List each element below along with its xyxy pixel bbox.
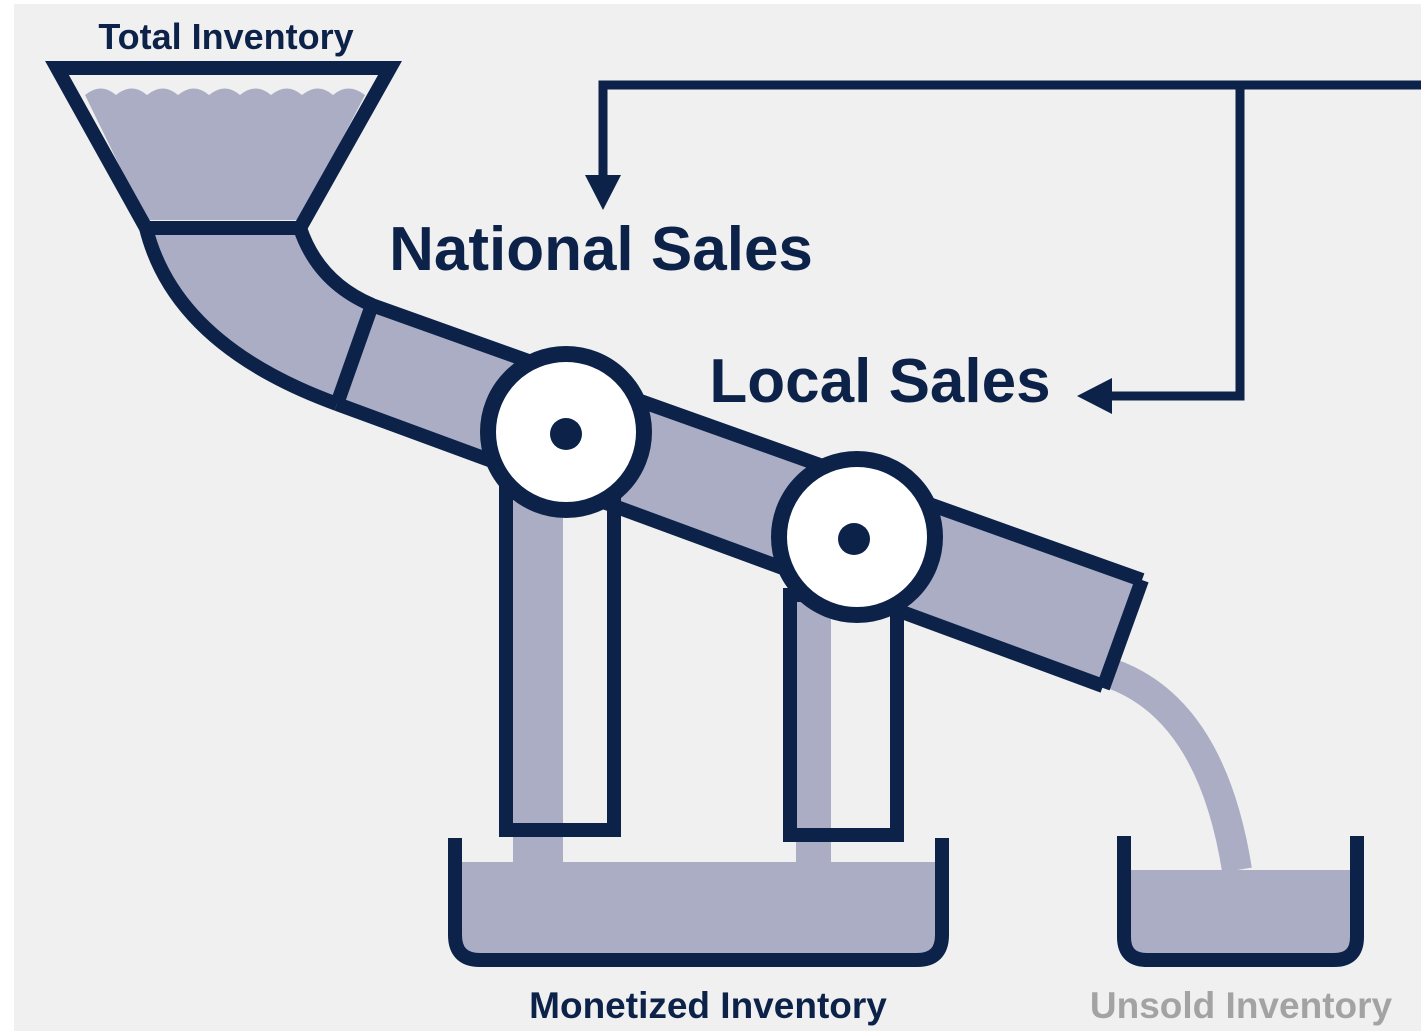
local-sales-label: Local Sales — [709, 347, 1050, 416]
elbow-pipe-outline — [139, 226, 340, 411]
unsold-inventory-label: Unsold Inventory — [1090, 985, 1393, 1026]
chute-top-edge — [363, 296, 1145, 587]
total-inventory-label: Total Inventory — [98, 16, 353, 57]
monetized-liquid — [455, 862, 942, 960]
local-valve-hub — [838, 523, 870, 555]
unsold-flow-pipe — [1095, 655, 1252, 873]
local-sales-arrowhead — [1077, 378, 1112, 414]
chute-joint — [330, 302, 379, 407]
unsold-liquid — [1124, 870, 1357, 960]
national-sales-feedback-line — [598, 80, 1421, 182]
pipe-local-fill — [796, 595, 831, 870]
elbow-pipe-fill — [146, 228, 372, 404]
chute-end-cap — [1096, 577, 1149, 691]
national-sales-label: National Sales — [389, 215, 813, 284]
funnel-liquid — [85, 88, 365, 220]
chute-bottom-edge — [334, 397, 1106, 693]
local-sales-feedback-line — [1106, 85, 1245, 401]
monetized-bucket-outline — [448, 838, 949, 967]
unsold-bucket-outline — [1117, 836, 1364, 967]
pipe-national-fill — [513, 490, 563, 870]
national-sales-arrowhead — [585, 175, 621, 210]
elbow-pipe-inner-outline — [293, 225, 375, 312]
national-valve-hub — [550, 418, 582, 450]
monetized-inventory-label: Monetized Inventory — [529, 985, 887, 1026]
